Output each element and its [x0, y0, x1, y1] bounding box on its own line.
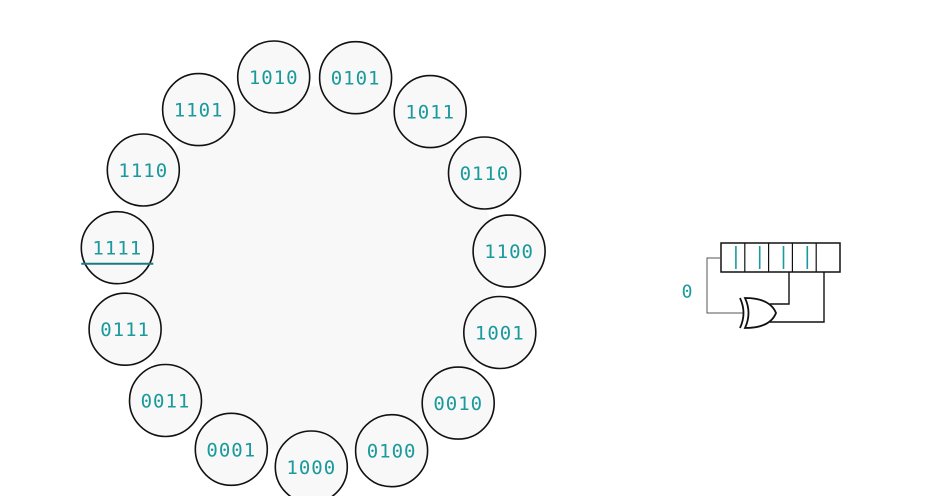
- state-node-circle: [128, 363, 203, 438]
- state-node-circle: [462, 295, 537, 370]
- state-node: 1111: [80, 210, 155, 285]
- state-node-circle: [236, 40, 311, 114]
- state-node: 1001: [462, 295, 537, 370]
- tap-wire-a: [770, 272, 790, 305]
- tap-wire-b: [770, 272, 825, 323]
- state-node-label: 1010: [249, 67, 299, 89]
- state-node-label: 1101: [174, 100, 224, 122]
- state-node-label: 0100: [367, 441, 417, 463]
- state-node-circle: [393, 74, 468, 149]
- state-node-label: 1001: [475, 323, 525, 345]
- shift-register: 0: [682, 242, 841, 329]
- state-node-label: 0010: [433, 393, 483, 415]
- feedback-wire: [706, 257, 744, 314]
- register-input-value: 0: [682, 282, 693, 303]
- state-node: 0111: [88, 292, 162, 367]
- state-node: 0100: [354, 413, 429, 488]
- state-node: 1011: [393, 74, 468, 149]
- state-node: 1010: [236, 40, 311, 114]
- state-node-label: 1011: [405, 102, 455, 124]
- state-node-circle: [421, 366, 496, 440]
- state-node-label: 1110: [118, 160, 168, 182]
- state-node: 0010: [421, 366, 496, 440]
- state-node-circle: [447, 136, 522, 210]
- state-node: 0011: [128, 363, 203, 438]
- state-node-circle: [106, 133, 181, 207]
- state-node-label: 0111: [100, 319, 150, 341]
- state-node-circle: [80, 210, 155, 285]
- state-node-label: 1000: [286, 457, 336, 479]
- state-ring: [129, 86, 497, 454]
- state-node-circle: [194, 412, 269, 487]
- state-node: 1000: [274, 430, 349, 496]
- state-node-label: 1111: [92, 238, 142, 260]
- xor-gate-icon: [739, 297, 777, 329]
- state-node-circle: [354, 413, 429, 488]
- state-node-label: 0110: [460, 163, 510, 185]
- state-node-label: 0101: [331, 68, 381, 90]
- state-node-circle: [318, 40, 393, 115]
- state-node: 1110: [106, 133, 181, 207]
- state-node: 0101: [318, 40, 393, 115]
- state-node-label: 0011: [141, 391, 191, 413]
- register-body: [720, 242, 841, 273]
- state-node-circle: [161, 72, 236, 147]
- state-node: 1100: [472, 214, 546, 288]
- state-node: 0001: [194, 412, 269, 487]
- state-node-circle: [88, 292, 162, 367]
- state-node-circle: [274, 430, 349, 496]
- register-cells: [735, 243, 817, 272]
- state-nodes: 1010 0101 1011 0110 1100 1001 0010 0100 1000 0001…: [80, 40, 546, 496]
- state-node-circle: [472, 214, 546, 288]
- state-node: 1101: [161, 72, 236, 147]
- state-node-label: 0001: [206, 439, 256, 461]
- state-node-label: 1100: [484, 241, 534, 263]
- state-node: 0110: [447, 136, 522, 210]
